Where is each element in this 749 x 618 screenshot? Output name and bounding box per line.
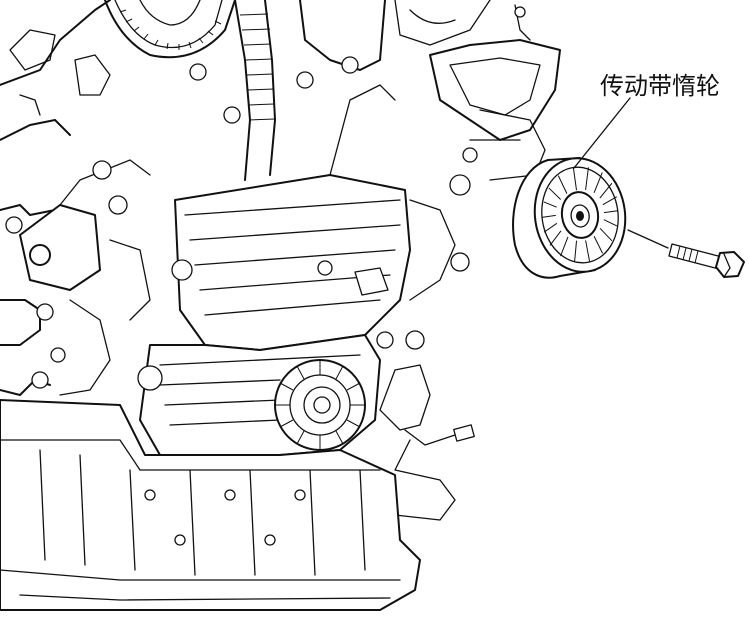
oil-pan [0, 399, 421, 611]
pulley-mounting-bolt [668, 243, 745, 278]
engine-front-assembly [0, 0, 561, 611]
callout-label-belt-idler: 传动带惰轮 [600, 72, 720, 100]
crankshaft-sprocket [274, 359, 366, 451]
camshaft-timing-sprocket [104, 0, 236, 59]
belt-idler-pulley [512, 157, 627, 279]
callout-leader [573, 97, 669, 249]
